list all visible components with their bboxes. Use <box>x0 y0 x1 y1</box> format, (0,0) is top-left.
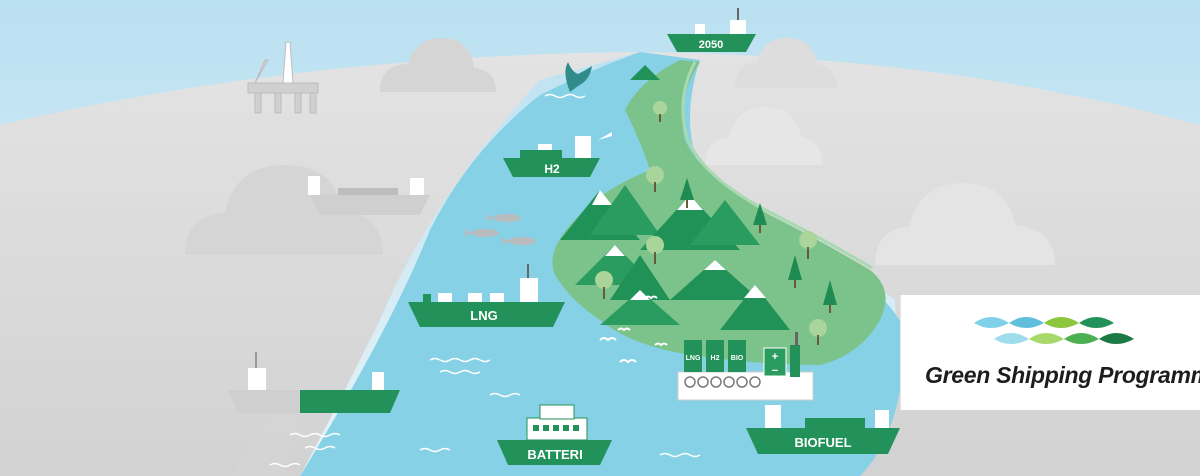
ship-2050 <box>667 8 756 52</box>
ship-h2-label: H2 <box>544 162 560 176</box>
terminal-bio-label: BIO <box>731 355 744 362</box>
ship-2050-label: 2050 <box>699 39 723 51</box>
cargo-ship-bottom <box>228 352 400 413</box>
land-left <box>0 52 640 476</box>
ship-h2 <box>503 132 612 177</box>
battery-minus-label: − <box>772 365 778 377</box>
battery-plus-label: + <box>772 351 778 363</box>
ship-batteri <box>497 404 612 465</box>
green-shipping-logo-icon <box>974 317 1134 344</box>
terminal-lng-label: LNG <box>686 355 701 362</box>
ship-biofuel <box>746 405 900 454</box>
ship-lng-label: LNG <box>470 308 497 323</box>
waves <box>269 93 701 468</box>
oil-rig-icon <box>247 41 319 114</box>
ship-biofuel-label: BIOFUEL <box>794 435 851 450</box>
fish <box>465 214 536 245</box>
grey-tanker <box>308 176 430 215</box>
port-terminal <box>677 332 814 401</box>
ship-lng <box>408 264 565 327</box>
logo-card: Green Shipping Programme <box>900 295 1200 410</box>
trees <box>595 101 837 345</box>
mountains <box>560 65 790 330</box>
ship-batteri-label: BATTERI <box>527 447 582 462</box>
whale-tail <box>565 62 592 92</box>
clouds <box>185 38 1055 265</box>
terminal-h2-label: H2 <box>711 355 720 362</box>
logo-text: Green Shipping Programme <box>925 362 1200 388</box>
birds <box>599 295 668 364</box>
